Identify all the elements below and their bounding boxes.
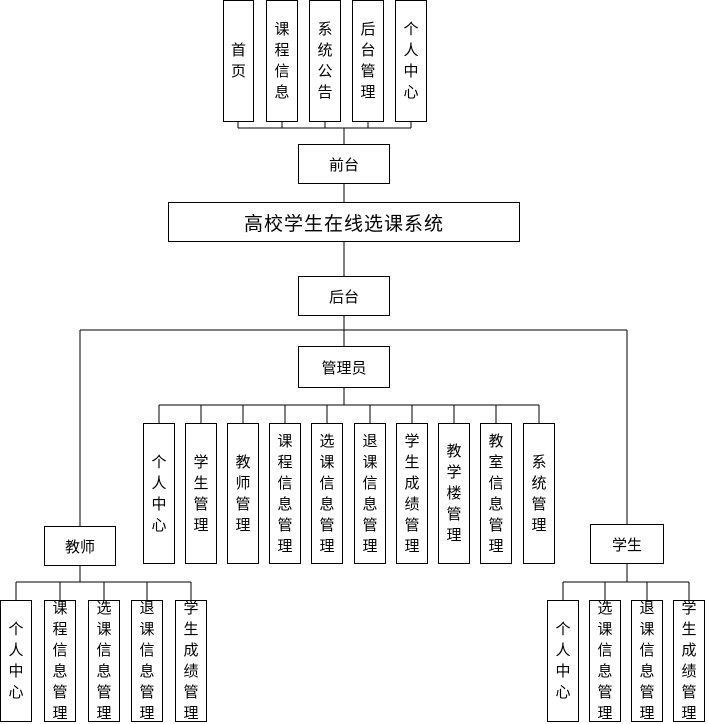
teacher-item-course-info-mgmt: 课程信息管理 (44, 599, 76, 722)
admin-item-course-info-mgmt: 课程信息管理 (269, 423, 301, 564)
front-item-home: 首页 (223, 0, 254, 122)
teacher-item-grade-mgmt: 学生成绩管理 (175, 599, 207, 722)
back-node: 后台 (298, 276, 390, 316)
student-item-drop-mgmt: 退课信息管理 (631, 599, 663, 722)
front-item-personal-center: 个人中心 (395, 0, 427, 122)
admin-item-classroom-mgmt: 教室信息管理 (480, 423, 512, 564)
student-item-personal-center: 个人中心 (547, 600, 579, 722)
front-node: 前台 (298, 144, 390, 184)
admin-item-teacher-mgmt: 教师管理 (227, 423, 259, 564)
student-node: 学生 (590, 524, 664, 564)
teacher-item-selection-mgmt: 选课信息管理 (88, 599, 120, 722)
front-item-course-info: 课程信息 (266, 0, 298, 122)
admin-item-personal-center: 个人中心 (143, 423, 175, 564)
student-item-grade-mgmt: 学生成绩管理 (673, 599, 705, 722)
front-item-announcement: 系统公告 (309, 0, 341, 122)
admin-node: 管理员 (298, 346, 390, 388)
admin-item-selection-mgmt: 选课信息管理 (311, 423, 343, 564)
admin-item-system-mgmt: 系统管理 (523, 423, 555, 564)
admin-item-building-mgmt: 教学楼管理 (438, 423, 470, 564)
teacher-item-drop-mgmt: 退课信息管理 (131, 599, 163, 722)
admin-item-drop-mgmt: 退课信息管理 (354, 423, 386, 564)
system-title: 高校学生在线选课系统 (168, 202, 520, 242)
front-item-backend: 后台管理 (352, 0, 384, 122)
teacher-item-personal-center: 个人中心 (0, 600, 32, 722)
teacher-node: 教师 (44, 526, 116, 566)
student-item-selection-mgmt: 选课信息管理 (589, 599, 621, 722)
admin-item-student-mgmt: 学生管理 (185, 423, 217, 564)
admin-item-grade-mgmt: 学生成绩管理 (396, 423, 428, 564)
